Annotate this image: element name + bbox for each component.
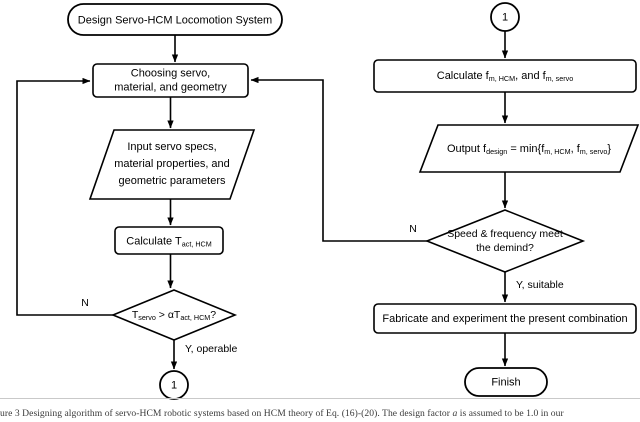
dec-torque-a: T	[132, 309, 139, 321]
out-a: Output f	[447, 143, 487, 155]
out-sub-b: m, HCM	[544, 147, 570, 156]
node-connector-in-1: 1	[490, 2, 520, 32]
dec-torque-d: ?	[210, 309, 216, 321]
edge-label-speed-yes: Y, suitable	[516, 279, 564, 291]
io-input-shape	[88, 129, 256, 200]
decision-torque-label: Tservo > αTact, HCM?	[132, 309, 216, 322]
terminator-finish-shape	[464, 367, 548, 397]
calc-freq-sub-b: m, servo	[546, 74, 574, 83]
io-input-line3: geometric parameters	[119, 175, 226, 187]
terminator-start-label: Design Servo-HCM Locomotion System	[78, 14, 272, 26]
io-output-shape	[418, 124, 640, 173]
calc-freq-sub-a: m, HCM	[489, 74, 515, 83]
dec-torque-sub-c: act, HCM	[180, 313, 210, 322]
io-input-line1: Input servo specs,	[127, 141, 216, 153]
node-design-servo-hcm-locomotion-system: Design Servo-HCM Locomotion System	[67, 3, 283, 36]
dec-torque-sub-a: servo	[138, 313, 156, 322]
terminator-finish-label: Finish	[491, 376, 520, 388]
calc-freq-b: , and f	[515, 70, 547, 82]
figure-caption: ure 3 Designing algorithm of servo-HCM r…	[0, 406, 640, 422]
caption-main: Designing algorithm of servo-HCM robotic…	[19, 408, 453, 419]
node-fabricate-experiment: Fabricate and experiment the present com…	[373, 303, 637, 334]
node-calculate-t-act-hcm: Calculate Tact, HCM	[114, 226, 224, 255]
decision-speed-line1: Speed & frequency meet	[447, 228, 563, 240]
node-input-servo-specs: Input servo specs, material properties, …	[88, 129, 256, 200]
process-choosing-line2: material, and geometry	[114, 81, 227, 93]
process-choosing-line1: Choosing servo,	[131, 67, 211, 79]
decision-speed-line2: the demind?	[476, 242, 534, 254]
io-input-line2: material properties, and	[114, 158, 230, 170]
terminator-start-shape	[67, 3, 283, 36]
calc-freq-a: Calculate f	[437, 70, 490, 82]
process-calculate-torque-label: Calculate Tact, HCM	[126, 235, 211, 248]
node-connector-out-1: 1	[159, 370, 189, 400]
out-sub-a: design	[486, 147, 507, 156]
io-output-label: Output fdesign = min{fm, HCM, fm, servo}	[447, 143, 611, 156]
edge-label-speed-no: N	[409, 223, 417, 235]
dec-torque-b: >	[156, 309, 168, 321]
node-decision-torque: Tservo > αTact, HCM?	[110, 289, 238, 341]
caption-suffix: is assumed to be 1.0 in our	[457, 408, 564, 419]
caption-divider	[0, 398, 640, 399]
edge-feedback-right-to-choosing	[250, 76, 427, 242]
connector-out-label: 1	[171, 379, 177, 391]
dec-torque-c: αT	[168, 309, 181, 321]
node-calculate-frequencies: Calculate fm, HCM, and fm, servo	[373, 59, 637, 93]
out-sub-c: m, servo	[580, 147, 608, 156]
out-d: }	[607, 143, 611, 155]
out-c: , f	[571, 143, 581, 155]
node-choosing-servo: Choosing servo, material, and geometry	[92, 63, 249, 98]
calc-torque-text: Calculate T	[126, 235, 182, 247]
node-finish: Finish	[464, 367, 548, 397]
process-calculate-freq-label: Calculate fm, HCM, and fm, servo	[437, 70, 573, 83]
out-b: = min{f	[507, 143, 545, 155]
process-fabricate-label: Fabricate and experiment the present com…	[382, 313, 627, 325]
calc-torque-subscript: act, HCM	[182, 239, 212, 248]
edge-feedback-left-to-choosing	[16, 77, 113, 316]
caption-prefix: ure 3	[0, 408, 20, 419]
connector-out-shape	[159, 370, 189, 400]
edge-label-torque-yes: Y, operable	[185, 343, 238, 355]
caption-italic-symbol: a	[452, 408, 458, 419]
process-calculate-torque-shape	[114, 226, 224, 255]
node-decision-speed-frequency: Speed & frequency meet the demind?	[424, 209, 586, 273]
edge-label-torque-no: N	[81, 297, 89, 309]
connector-in-label: 1	[502, 11, 508, 23]
node-output-f-design: Output fdesign = min{fm, HCM, fm, servo}	[418, 124, 640, 173]
